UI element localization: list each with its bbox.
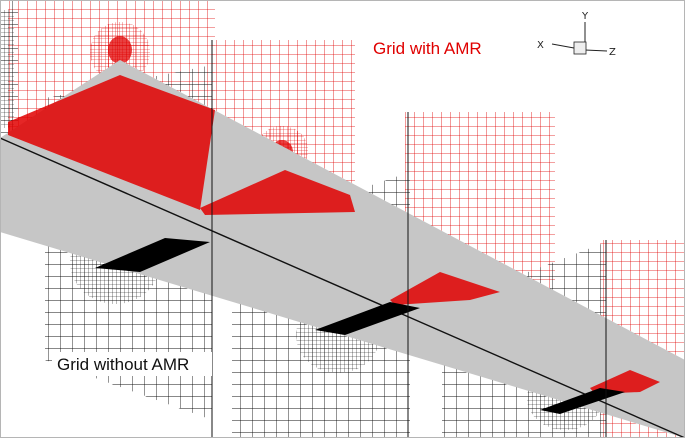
- trailing-edge-markers: [95, 238, 625, 414]
- axis-triad: Y X Z: [537, 11, 616, 58]
- amr-surface-strips: [8, 75, 660, 394]
- label-grid-with-amr: Grid with AMR: [373, 39, 482, 58]
- axis-y-label: Y: [581, 11, 589, 22]
- label-grid-without-amr: Grid without AMR: [57, 355, 189, 374]
- wing-leading-edge: [0, 137, 685, 438]
- axis-z-label: Z: [609, 47, 616, 58]
- axis-x-label: X: [537, 40, 544, 51]
